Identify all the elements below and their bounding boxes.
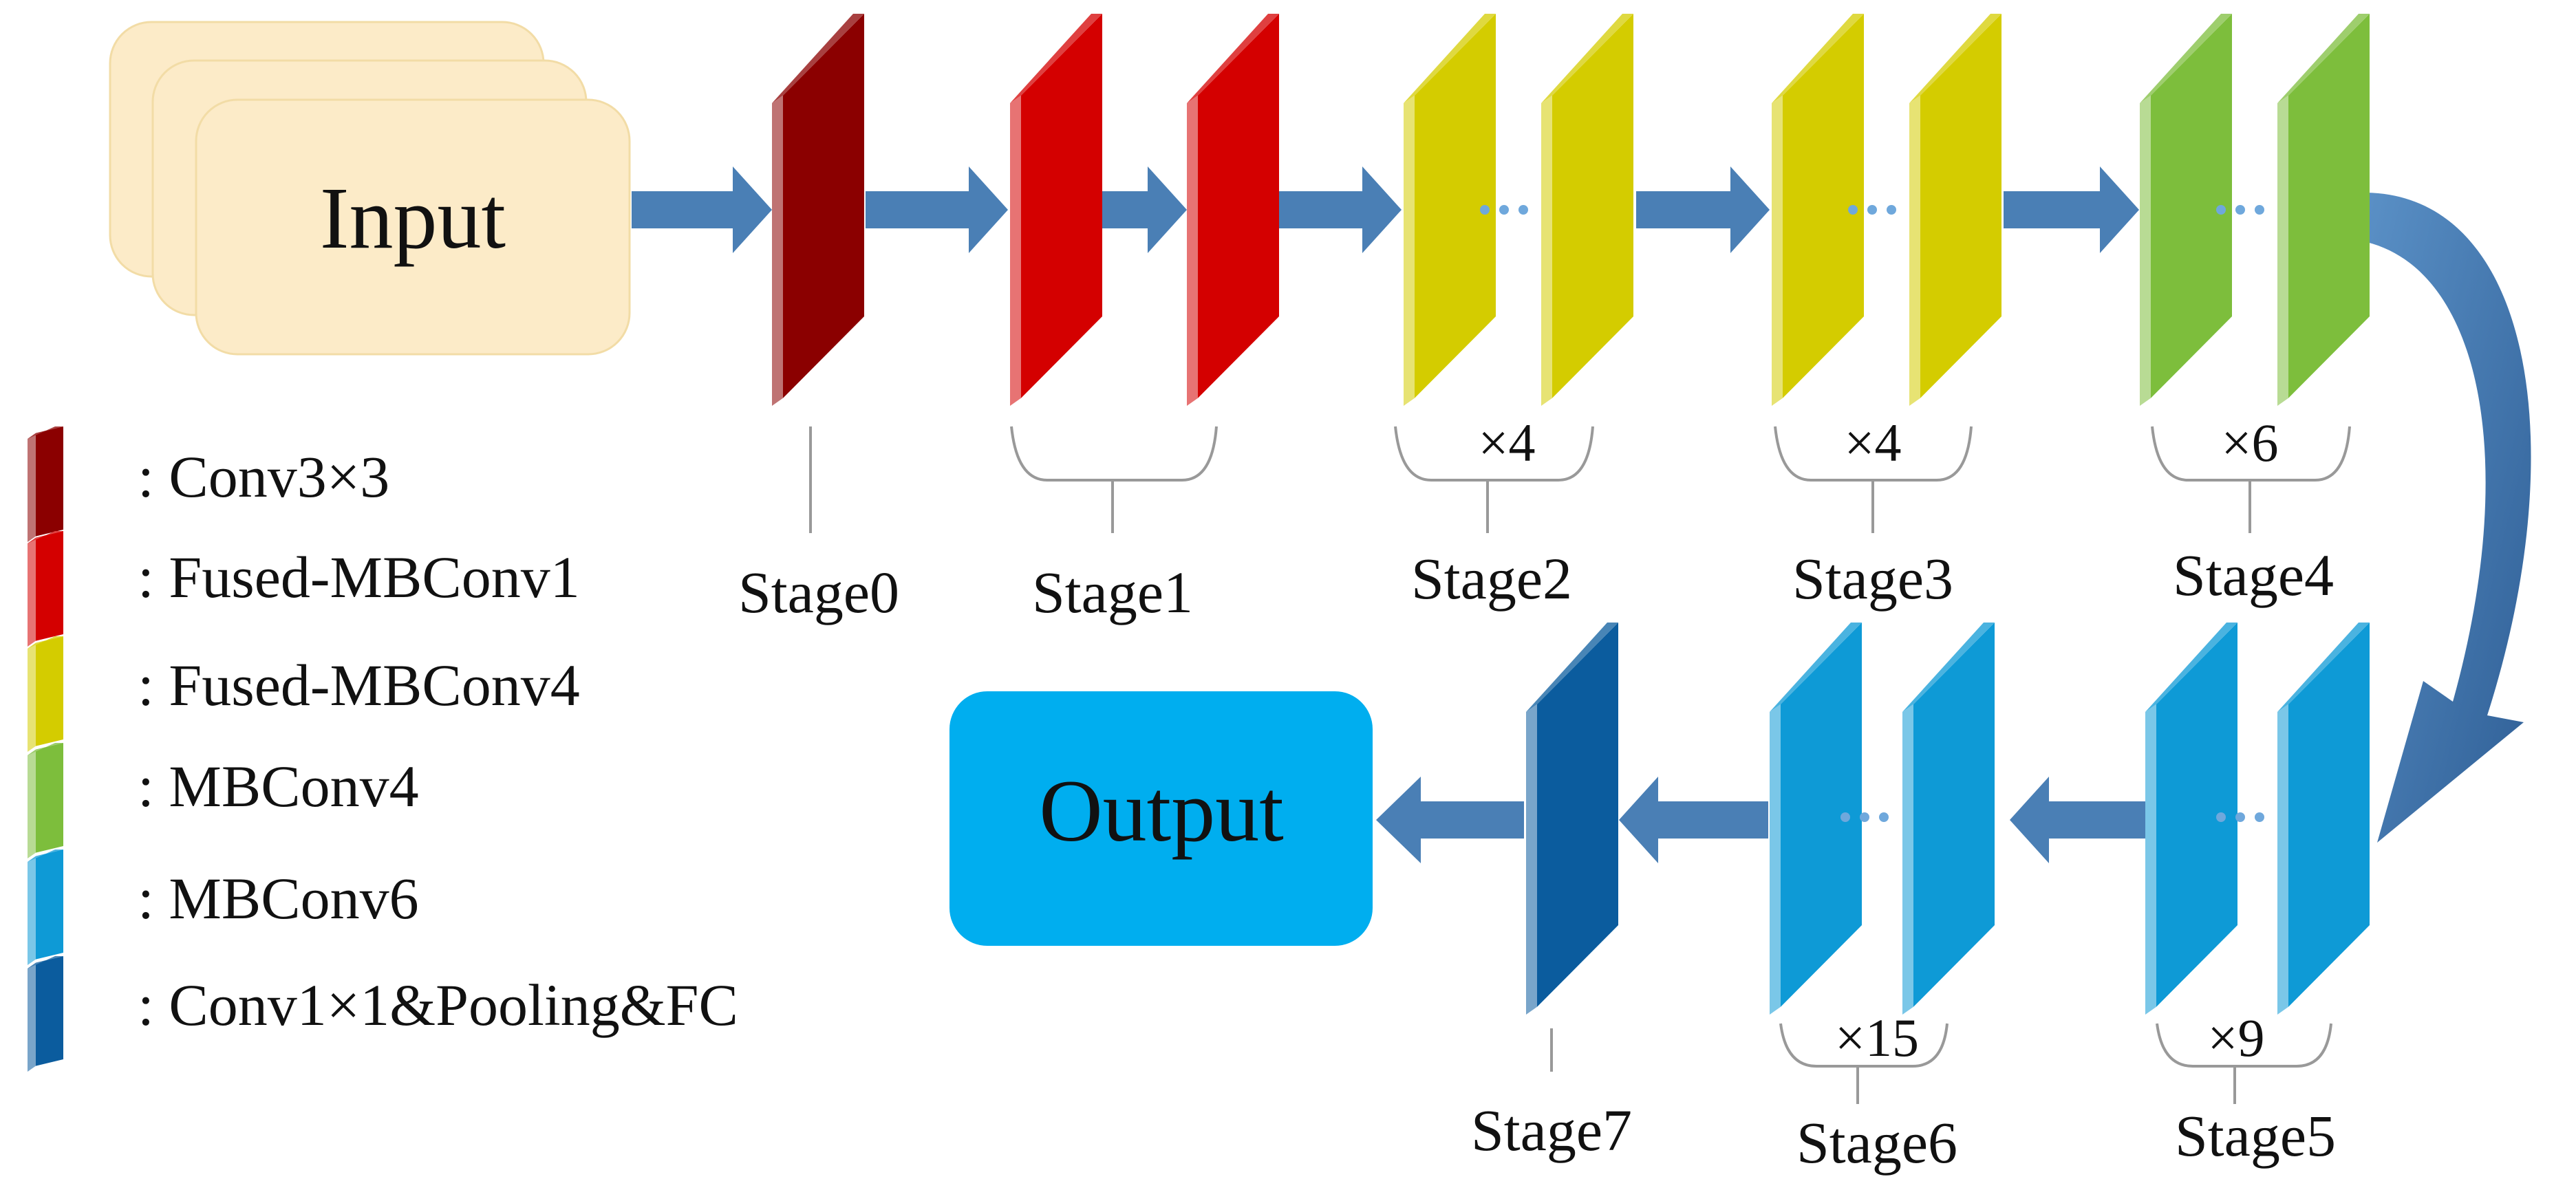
arrow-stage2-to-stage3 bbox=[1636, 166, 1770, 253]
stage2-block-last bbox=[1541, 14, 1633, 407]
stage-connectors bbox=[809, 426, 2351, 1104]
arrow-stage1-internal bbox=[1101, 166, 1187, 253]
arrow-stage1-to-stage2 bbox=[1278, 166, 1402, 253]
input-label: Input bbox=[320, 169, 506, 267]
legend: : Conv3×3 : Fused-MBConv1 : Fused-MBConv… bbox=[28, 426, 738, 1072]
stage2-label: Stage2 bbox=[1411, 545, 1572, 612]
stage1-block-last bbox=[1187, 14, 1279, 407]
legend-label-conv1x1-pooling-fc: : Conv1×1&Pooling&FC bbox=[138, 972, 738, 1038]
curved-arrow-stage4-to-stage5 bbox=[2367, 193, 2531, 843]
input-card-front bbox=[195, 98, 631, 356]
stage6-ellipsis bbox=[1840, 812, 1889, 822]
stage4-block-first bbox=[2140, 14, 2232, 407]
stage5-ellipsis bbox=[2216, 812, 2264, 822]
stage4-repeat: ×6 bbox=[2222, 413, 2279, 473]
stage3-block-last bbox=[1909, 14, 2001, 407]
legend-swatch-2 bbox=[28, 531, 63, 647]
stage2-repeat: ×4 bbox=[1479, 413, 1536, 473]
ellipsis-dots bbox=[1480, 205, 2264, 822]
legend-swatch-5 bbox=[28, 850, 63, 965]
output-block: Output bbox=[949, 691, 1373, 946]
repeat-labels: ×4 ×4 ×6 ×9 ×15 bbox=[1479, 413, 2279, 1068]
legend-swatch-3 bbox=[28, 636, 63, 752]
stage5-block-last bbox=[2277, 623, 2370, 1015]
stage1-brace bbox=[1010, 426, 1218, 533]
legend-label-mbconv4: : MBConv4 bbox=[138, 753, 419, 819]
legend-label-fused-mbconv1: : Fused-MBConv1 bbox=[138, 544, 580, 610]
stage6-block-first bbox=[1770, 623, 1862, 1015]
stage5-repeat: ×9 bbox=[2208, 1008, 2265, 1068]
stage2-brace bbox=[1394, 426, 1594, 533]
stage1-label: Stage1 bbox=[1032, 559, 1193, 625]
stage4-ellipsis bbox=[2216, 205, 2264, 215]
stage3-ellipsis bbox=[1848, 205, 1896, 215]
stage6-repeat: ×15 bbox=[1835, 1008, 1919, 1068]
legend-swatch-6 bbox=[28, 956, 63, 1072]
legend-swatch-4 bbox=[28, 743, 63, 858]
stage2-ellipsis bbox=[1480, 205, 1528, 215]
stage3-label: Stage3 bbox=[1792, 545, 1953, 612]
layer-blocks bbox=[772, 14, 2370, 1015]
output-box bbox=[949, 691, 1373, 946]
stage5-label: Stage5 bbox=[2175, 1103, 2336, 1169]
flow-arrows bbox=[632, 166, 2145, 863]
arrow-stage0-to-stage1 bbox=[866, 166, 1008, 253]
stage0-block bbox=[772, 14, 864, 407]
arrow-input-to-stage0 bbox=[632, 166, 772, 253]
stage0-label: Stage0 bbox=[738, 559, 899, 625]
stage5-block-first bbox=[2145, 623, 2237, 1015]
stage6-brace bbox=[1779, 1023, 1949, 1104]
stage6-block-last bbox=[1902, 623, 1995, 1015]
legend-label-fused-mbconv4: : Fused-MBConv4 bbox=[138, 652, 580, 718]
stage4-label: Stage4 bbox=[2173, 542, 2334, 608]
stage3-repeat: ×4 bbox=[1845, 413, 1902, 473]
arrow-stage3-to-stage4 bbox=[2004, 166, 2139, 253]
stage5-brace bbox=[2156, 1023, 2332, 1104]
stage7-block bbox=[1526, 623, 1618, 1015]
legend-swatch-1 bbox=[28, 426, 63, 542]
stage4-brace bbox=[2151, 426, 2351, 533]
stage4-block-last bbox=[2277, 14, 2370, 407]
arrow-stage7-to-output bbox=[1376, 777, 1524, 863]
stage7-label: Stage7 bbox=[1471, 1097, 1632, 1163]
stage-labels: Stage0 Stage1 Stage2 Stage3 Stage4 Stage… bbox=[738, 542, 2336, 1176]
stage2-block-first bbox=[1404, 14, 1496, 407]
legend-label-mbconv6: : MBConv6 bbox=[138, 865, 419, 931]
legend-swatches bbox=[28, 426, 63, 1072]
stage3-block-first bbox=[1772, 14, 1864, 407]
stage1-block-first bbox=[1010, 14, 1102, 407]
arrow-stage6-to-stage7 bbox=[1619, 777, 1768, 863]
legend-label-conv3x3: : Conv3×3 bbox=[138, 444, 389, 510]
stage3-brace bbox=[1774, 426, 1973, 533]
output-label: Output bbox=[1039, 762, 1284, 860]
input-block: Input bbox=[109, 21, 631, 356]
stage6-label: Stage6 bbox=[1796, 1110, 1957, 1176]
arrow-stage5-to-stage6 bbox=[2010, 777, 2145, 863]
